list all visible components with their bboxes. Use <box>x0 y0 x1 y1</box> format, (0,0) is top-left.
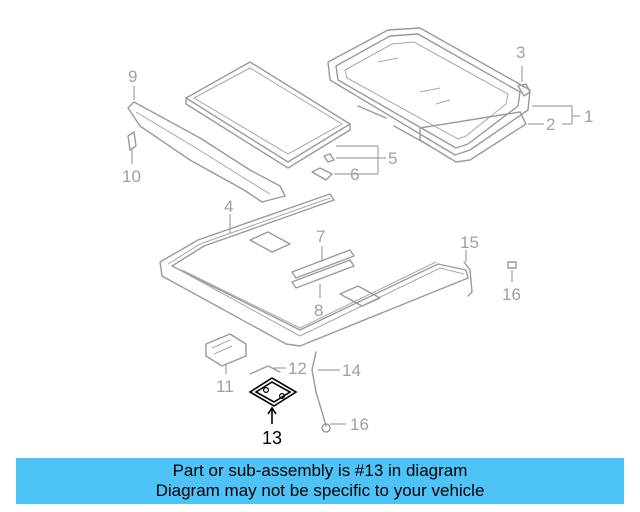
callout-7: 7 <box>316 227 325 246</box>
deflector-strip <box>127 86 286 203</box>
drain-hose-15 <box>463 250 473 297</box>
clip-part-3 <box>517 66 531 97</box>
clips-5-6 <box>311 145 386 181</box>
callout-2: 2 <box>546 115 555 134</box>
glass-panel-assembly <box>327 27 531 163</box>
fastener-16 <box>507 261 517 282</box>
leaders-1-2 <box>528 105 580 125</box>
callout-10: 10 <box>122 167 141 186</box>
callout-1: 1 <box>584 107 593 126</box>
callout-9: 9 <box>128 67 137 86</box>
banner-line-2: Diagram may not be specific to your vehi… <box>155 481 485 500</box>
callout-5: 5 <box>388 149 397 168</box>
callout-16-bottom: 16 <box>350 415 369 434</box>
callout-11: 11 <box>216 377 234 396</box>
highlighted-part-13 <box>248 377 298 424</box>
callout-6: 6 <box>350 165 359 184</box>
guide-rails-7-8 <box>291 246 355 298</box>
clip-12 <box>249 365 286 375</box>
callout-13: 13 <box>262 428 282 448</box>
callout-4: 4 <box>224 197 233 216</box>
callout-14: 14 <box>342 361 361 380</box>
sunshade-panel <box>185 61 351 169</box>
sunroof-frame <box>159 193 469 347</box>
callout-3: 3 <box>516 43 525 62</box>
callout-15: 15 <box>460 233 479 252</box>
callout-12: 12 <box>288 359 307 378</box>
banner-line-1: Part or sub-assembly is #13 in diagram <box>172 461 468 480</box>
bracket-11 <box>205 333 247 374</box>
info-banner: Part or sub-assembly is #13 in diagram D… <box>16 458 624 504</box>
callout-16-top: 16 <box>502 285 521 304</box>
drain-hose-14 <box>311 351 346 433</box>
callout-8: 8 <box>314 301 323 320</box>
